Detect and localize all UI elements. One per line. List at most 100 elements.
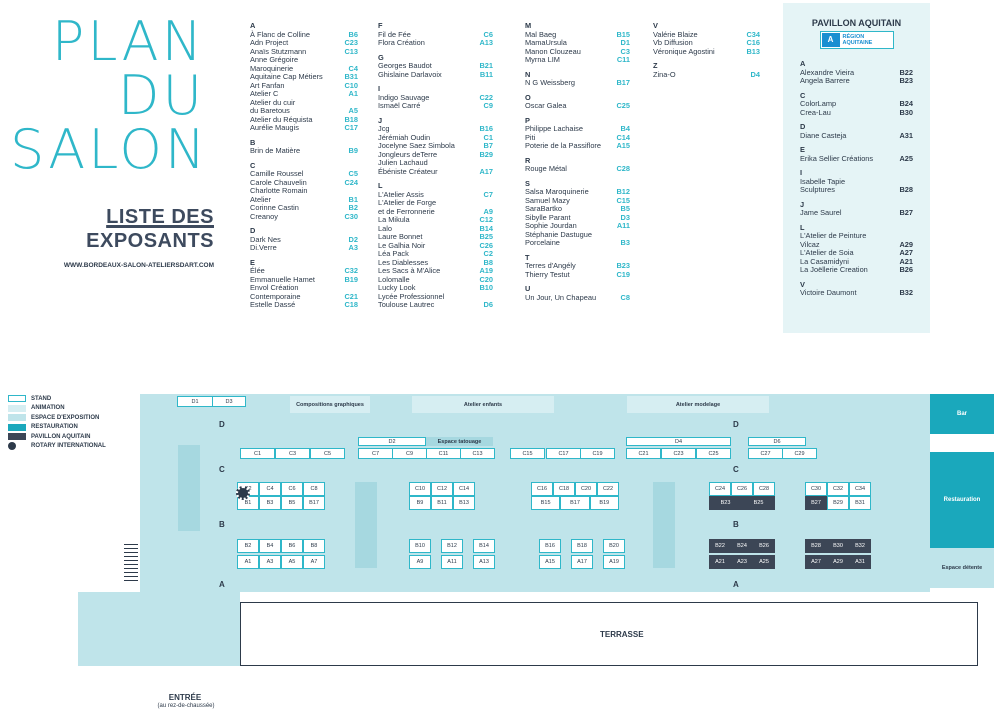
letter-heading: C: [800, 90, 806, 100]
title-line-2: DU: [117, 64, 205, 127]
exhibitor-name: Di.Verre: [250, 243, 277, 252]
stand: A25: [753, 555, 775, 569]
exhibitor-name: Jongleurs deTerre: [378, 149, 438, 159]
subtitle-line-1: LISTE DES: [106, 206, 214, 228]
stand-code: B25: [479, 232, 493, 241]
legend-swatch: [8, 433, 26, 441]
stand-code: B3: [620, 238, 630, 247]
stand-code: A29: [899, 239, 913, 249]
pillar: [355, 482, 377, 568]
legend-label: RESTAURATION: [31, 424, 78, 431]
letter-heading: T: [525, 252, 530, 262]
entree-sub: (au rez-de-chaussée): [157, 703, 215, 709]
stand-code: B15: [616, 29, 630, 39]
exhibitor-name: À Flanc de Colline: [250, 29, 310, 39]
exhibitor-name: Le Galhia Noir: [378, 240, 426, 250]
stand: B4: [259, 539, 281, 553]
stand: A7: [303, 555, 325, 569]
legend-item: PAVILLON AQUITAIN: [8, 432, 106, 442]
stand: D3: [212, 396, 246, 407]
letter-heading: R: [525, 155, 531, 165]
stand-code: C3: [620, 46, 630, 56]
stand: C12: [431, 482, 453, 496]
letter-heading: U: [525, 284, 531, 293]
letter-heading: I: [378, 84, 381, 93]
stand-code: A9: [483, 206, 493, 216]
website-link[interactable]: WWW.BORDEAUX-SALON-ATELIERSDART.COM: [63, 262, 214, 269]
stand: C26: [731, 482, 753, 496]
legend-label: ROTARY INTERNATIONAL: [31, 443, 106, 450]
stand-code: C2: [483, 249, 493, 258]
stand: A21: [709, 555, 731, 569]
stand-code: B32: [899, 288, 913, 297]
atelier-modelage-zone: Atelier modelage: [627, 396, 769, 413]
stand-code: B27: [899, 208, 913, 217]
letter-heading: A: [800, 59, 806, 68]
restauration-zone: Restauration: [930, 452, 994, 548]
rotary-icon: [236, 486, 250, 500]
stand: B18: [571, 539, 593, 553]
stand: C27: [748, 448, 783, 459]
stand: B10: [409, 539, 431, 553]
stand: B20: [603, 539, 625, 553]
subtitle-line-2: EXPOSANTS: [86, 230, 214, 252]
exhibitor-entry: Porcelaine B3: [525, 238, 630, 248]
exhibitor-name: Ébéniste Créateur: [378, 166, 438, 176]
row-letter: C: [219, 465, 225, 474]
stand: B15: [531, 496, 561, 510]
stand: B25: [742, 496, 775, 510]
exhibitor-name: Porcelaine: [525, 238, 560, 247]
stand-code: C16: [746, 38, 760, 47]
exhibitor-name: Jocelyne Saez Simbola: [378, 141, 455, 150]
legend-swatch: [8, 423, 26, 431]
exhibitor-entry: Victoire Daumont B32: [800, 288, 913, 298]
bar-zone: Bar: [930, 394, 994, 434]
stand-code: B5: [620, 204, 630, 213]
row-letter: A: [219, 580, 225, 589]
stand-code: C11: [616, 55, 630, 64]
row-letter: B: [733, 520, 739, 529]
stand: C34: [849, 482, 871, 496]
exhibitor-name: Stéphanie Dastugue: [525, 229, 592, 239]
stand-code: B23: [899, 76, 913, 85]
exhibitor-name: Les Sacs à M'Alice: [378, 266, 441, 275]
stand: C25: [696, 448, 731, 459]
letter-heading: G: [378, 52, 384, 62]
stand-code: B16: [479, 124, 493, 133]
entry-hall: [78, 592, 240, 666]
exhibitor-name: Creanoy: [250, 211, 278, 221]
exhibitor-name: Victoire Daumont: [800, 288, 857, 297]
espace-detente-zone: Espace détente: [930, 548, 994, 588]
exhibitor-name: Lucky Look: [378, 283, 416, 292]
exhibitor-name: L'Atelier de Soia: [800, 248, 854, 257]
exhibitor-name: Erika Sellier Créations: [800, 153, 874, 163]
exhibitor-name: Estelle Dassé: [250, 300, 296, 309]
stand-code: B23: [616, 261, 630, 270]
stand-code: B11: [479, 69, 493, 79]
legend-label: PAVILLON AQUITAIN: [31, 433, 91, 440]
stand: B28: [805, 539, 827, 553]
letter-heading: D: [800, 122, 806, 131]
exhibitor-name: Adn Project: [250, 38, 289, 47]
exhibitor-name: ColorLamp: [800, 99, 837, 108]
stand: B13: [453, 496, 475, 510]
